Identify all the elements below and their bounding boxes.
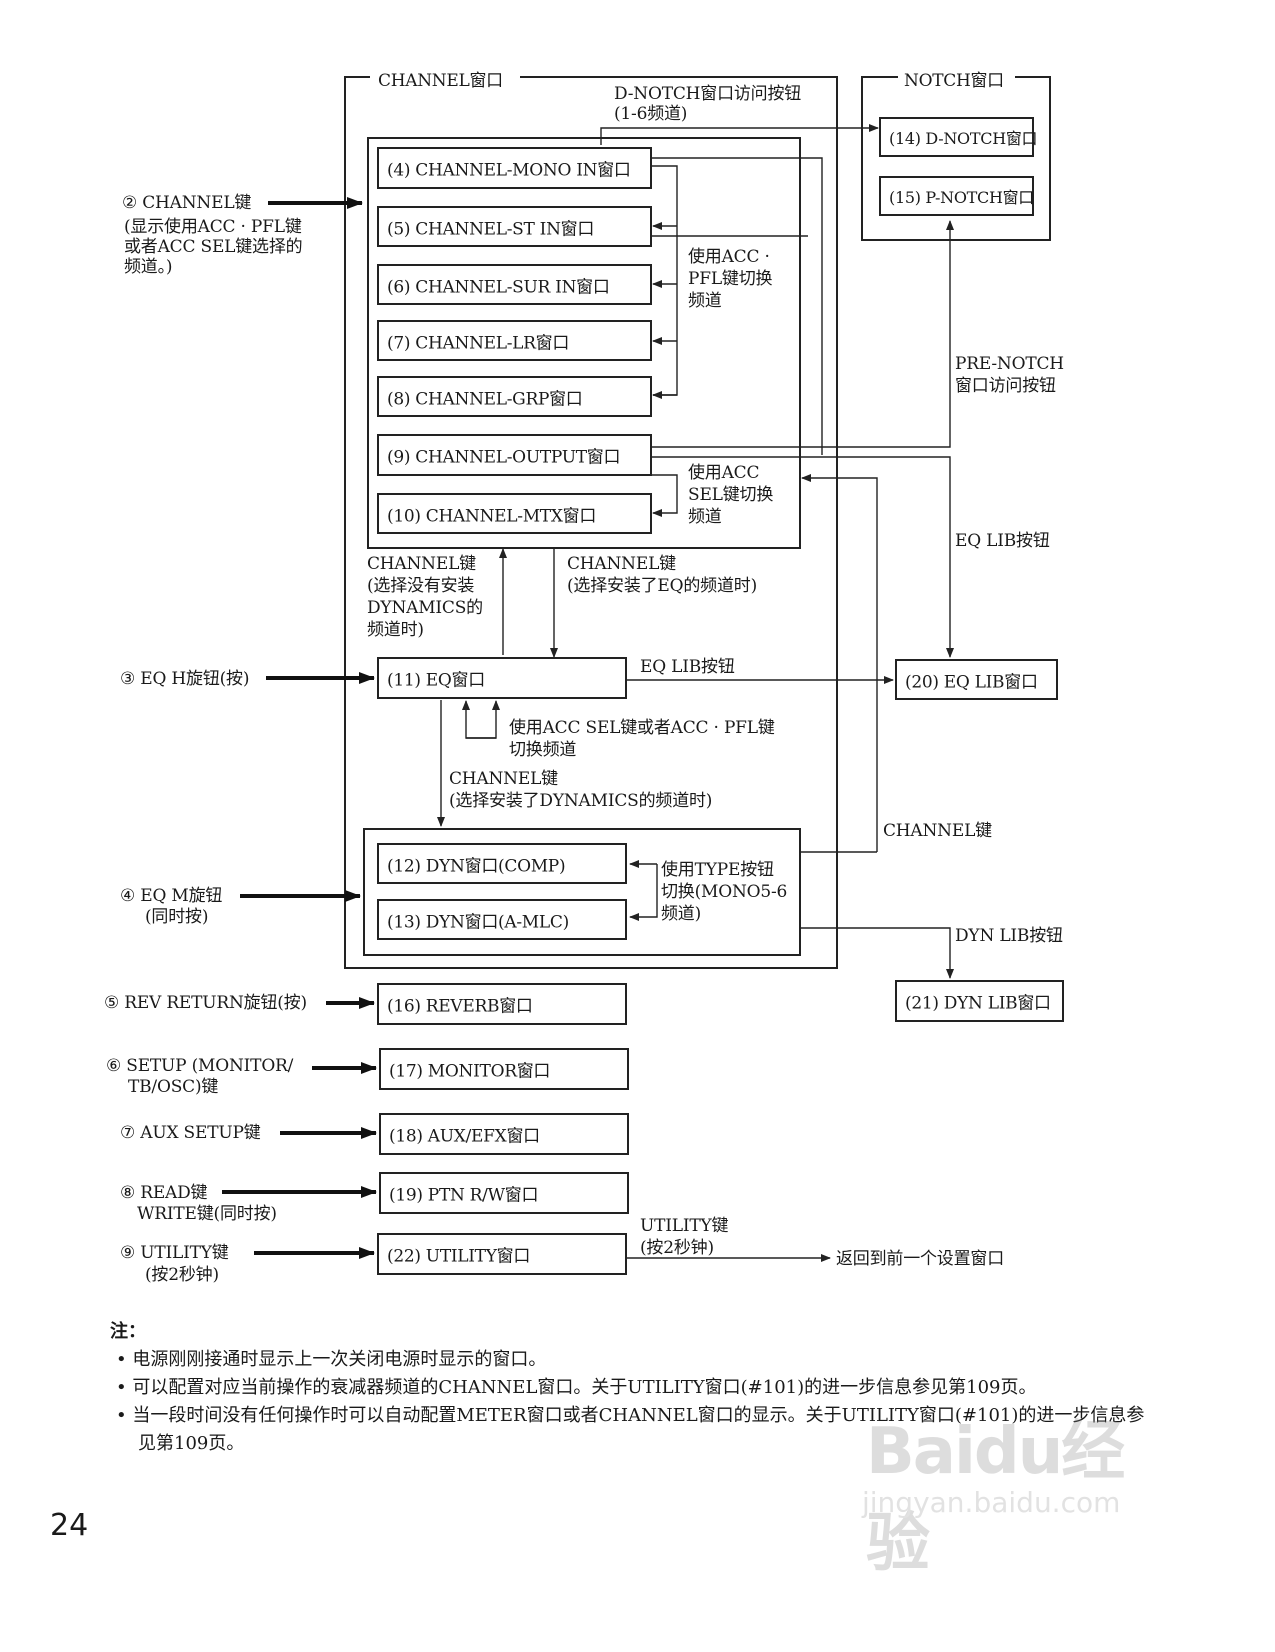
box-label: (11) EQ窗口 bbox=[387, 670, 485, 691]
utility-key-note: (按2秒钟) bbox=[145, 1265, 219, 1285]
write-key-label: WRITE键(同时按) bbox=[137, 1204, 277, 1224]
utility-hold-label: UTILITY键 bbox=[640, 1216, 729, 1236]
channel-key-note: 频道。) bbox=[124, 257, 173, 277]
channel-key-no-dynamics-label: 频道时) bbox=[367, 620, 424, 640]
dnotch-access-label: D-NOTCH窗口访问按钮 bbox=[614, 84, 802, 104]
rev-return-label: ⑤ REV RETURN旋钮(按) bbox=[104, 993, 307, 1013]
acc-pfl-switch-label: 使用ACC · bbox=[688, 246, 770, 268]
eq-m-knob-label: ④ EQ M旋钮 bbox=[120, 886, 223, 906]
type-switch-label: 切换(MONO5-6 bbox=[661, 881, 788, 903]
eq-h-knob-label: ③ EQ H旋钮(按) bbox=[120, 669, 250, 689]
notch-group-title: NOTCH窗口 bbox=[898, 66, 1010, 91]
box-label: (19) PTN R/W窗口 bbox=[389, 1185, 539, 1206]
dyn-lib-window[interactable]: (21) DYN LIB窗口 bbox=[895, 980, 1064, 1022]
aux-setup-key-label: ⑦ AUX SETUP键 bbox=[120, 1123, 261, 1143]
type-switch-label: 频道) bbox=[661, 903, 702, 925]
channel-key-no-dynamics-label: (选择没有安装 bbox=[367, 576, 475, 596]
channel-key-no-dynamics-label: DYNAMICS的 bbox=[367, 598, 483, 618]
dyn-window-frame bbox=[363, 828, 801, 956]
acc-pfl-switch-label: PFL键切换 bbox=[688, 268, 773, 290]
box-label: (18) AUX/EFX窗口 bbox=[389, 1126, 540, 1147]
box-label: (16) REVERB窗口 bbox=[387, 996, 533, 1017]
utility-key-label: ⑨ UTILITY键 bbox=[120, 1243, 229, 1263]
eq-switch-channel-label: 切换频道 bbox=[509, 740, 577, 760]
note-item: • 当一段时间没有任何操作时可以自动配置METER窗口或者CHANNEL窗口的显… bbox=[116, 1405, 1145, 1454]
setup-key-label: TB/OSC)键 bbox=[128, 1077, 219, 1097]
box-label: (22) UTILITY窗口 bbox=[387, 1246, 531, 1267]
box-label: (17) MONITOR窗口 bbox=[389, 1061, 551, 1082]
p-notch-window[interactable]: (15) P-NOTCH窗口 bbox=[879, 176, 1034, 216]
note-item: • 可以配置对应当前操作的衰减器频道的CHANNEL窗口。关于UTILITY窗口… bbox=[116, 1377, 1037, 1398]
channel-st-in-window[interactable]: (5) CHANNEL-ST IN窗口 bbox=[377, 206, 652, 247]
page-number: 24 bbox=[50, 1508, 89, 1543]
eq-lib-button-label: EQ LIB按钮 bbox=[955, 531, 1050, 551]
acc-sel-switch-label: 使用ACC bbox=[688, 462, 760, 484]
channel-key-right-label: CHANNEL键 bbox=[883, 821, 992, 841]
channel-key-label: ② CHANNEL键 bbox=[122, 193, 252, 213]
channel-grp-window[interactable]: (8) CHANNEL-GRP窗口 bbox=[377, 376, 652, 417]
channel-output-window[interactable]: (9) CHANNEL-OUTPUT窗口 bbox=[377, 434, 652, 476]
box-label: (12) DYN窗口(COMP) bbox=[387, 856, 566, 876]
eq-lib-button-label: EQ LIB按钮 bbox=[640, 657, 735, 677]
channel-group-title: CHANNEL窗口 bbox=[372, 66, 509, 91]
channel-lr-window[interactable]: (7) CHANNEL-LR窗口 bbox=[377, 320, 652, 361]
channel-subwindow-frame bbox=[367, 137, 801, 549]
acc-sel-switch-label: SEL键切换 bbox=[688, 484, 774, 506]
box-label: (7) CHANNEL-LR窗口 bbox=[387, 333, 570, 353]
dnotch-access-label: (1-6频道) bbox=[614, 104, 688, 124]
utility-window[interactable]: (22) UTILITY窗口 bbox=[377, 1233, 627, 1275]
box-label: (4) CHANNEL-MONO IN窗口 bbox=[387, 160, 631, 181]
dyn-comp-window[interactable]: (12) DYN窗口(COMP) bbox=[377, 843, 627, 884]
channel-key-note: 或者ACC SEL键选择的 bbox=[124, 237, 303, 257]
dyn-lib-button-label: DYN LIB按钮 bbox=[955, 926, 1063, 946]
eq-lib-window[interactable]: (20) EQ LIB窗口 bbox=[895, 659, 1058, 700]
pre-notch-access-label: 窗口访问按钮 bbox=[955, 376, 1056, 396]
note-item: • 电源刚刚接通时显示上一次关闭电源时显示的窗口。 bbox=[116, 1349, 547, 1370]
monitor-window[interactable]: (17) MONITOR窗口 bbox=[379, 1048, 629, 1090]
aux-efx-window[interactable]: (18) AUX/EFX窗口 bbox=[379, 1113, 629, 1155]
watermark-brand: Baidu经验 bbox=[866, 1415, 1125, 1581]
return-previous-label: 返回到前一个设置窗口 bbox=[836, 1249, 1004, 1269]
eq-switch-channel-label: 使用ACC SEL键或者ACC · PFL键 bbox=[509, 718, 775, 738]
channel-key-eq-label: CHANNEL键 bbox=[567, 554, 676, 574]
type-switch-label: 使用TYPE按钮 bbox=[661, 859, 774, 881]
box-label: (13) DYN窗口(A-MLC) bbox=[387, 912, 569, 932]
box-label: (21) DYN LIB窗口 bbox=[905, 993, 1051, 1014]
box-label: (20) EQ LIB窗口 bbox=[905, 672, 1038, 692]
acc-sel-switch-label: 频道 bbox=[688, 506, 722, 528]
ptn-rw-window[interactable]: (19) PTN R/W窗口 bbox=[379, 1172, 629, 1214]
utility-hold-label: (按2秒钟) bbox=[640, 1238, 714, 1258]
box-label: (8) CHANNEL-GRP窗口 bbox=[387, 389, 583, 409]
box-label: (15) P-NOTCH窗口 bbox=[889, 188, 1035, 207]
reverb-window[interactable]: (16) REVERB窗口 bbox=[377, 983, 627, 1025]
eq-window[interactable]: (11) EQ窗口 bbox=[377, 657, 627, 699]
channel-mtx-window[interactable]: (10) CHANNEL-MTX窗口 bbox=[377, 493, 652, 534]
box-label: (6) CHANNEL-SUR IN窗口 bbox=[387, 277, 610, 297]
channel-sur-in-window[interactable]: (6) CHANNEL-SUR IN窗口 bbox=[377, 264, 652, 305]
channel-key-no-dynamics-label: CHANNEL键 bbox=[367, 554, 476, 574]
dyn-amlc-window[interactable]: (13) DYN窗口(A-MLC) bbox=[377, 899, 627, 940]
channel-mono-in-window[interactable]: (4) CHANNEL-MONO IN窗口 bbox=[377, 147, 652, 189]
acc-pfl-switch-label: 频道 bbox=[688, 290, 722, 312]
setup-key-label: ⑥ SETUP (MONITOR/ bbox=[106, 1056, 294, 1076]
baidu-watermark: Baidu经验 jingyan.baidu.com bbox=[858, 1390, 1148, 1581]
channel-key-note: (显示使用ACC · PFL键 bbox=[124, 217, 302, 237]
channel-key-dynamics-label: CHANNEL键 bbox=[449, 769, 558, 789]
watermark-url: jingyan.baidu.com bbox=[862, 1486, 1121, 1519]
channel-key-dynamics-label: (选择安装了DYNAMICS的频道时) bbox=[449, 791, 713, 811]
eq-m-knob-note: (同时按) bbox=[145, 907, 209, 927]
notes-section: 注： • 电源刚刚接通时显示上一次关闭电源时显示的窗口。 • 可以配置对应当前操… bbox=[110, 1318, 1150, 1458]
box-label: (10) CHANNEL-MTX窗口 bbox=[387, 506, 597, 526]
pre-notch-access-label: PRE-NOTCH bbox=[955, 354, 1064, 374]
box-label: (9) CHANNEL-OUTPUT窗口 bbox=[387, 447, 621, 468]
channel-key-eq-label: (选择安装了EQ的频道时) bbox=[567, 576, 758, 596]
read-key-label: ⑧ READ键 bbox=[120, 1183, 208, 1203]
box-label: (5) CHANNEL-ST IN窗口 bbox=[387, 219, 595, 239]
d-notch-window[interactable]: (14) D-NOTCH窗口 bbox=[879, 117, 1038, 157]
box-label: (14) D-NOTCH窗口 bbox=[889, 129, 1038, 148]
notes-heading: 注： bbox=[110, 1321, 146, 1342]
